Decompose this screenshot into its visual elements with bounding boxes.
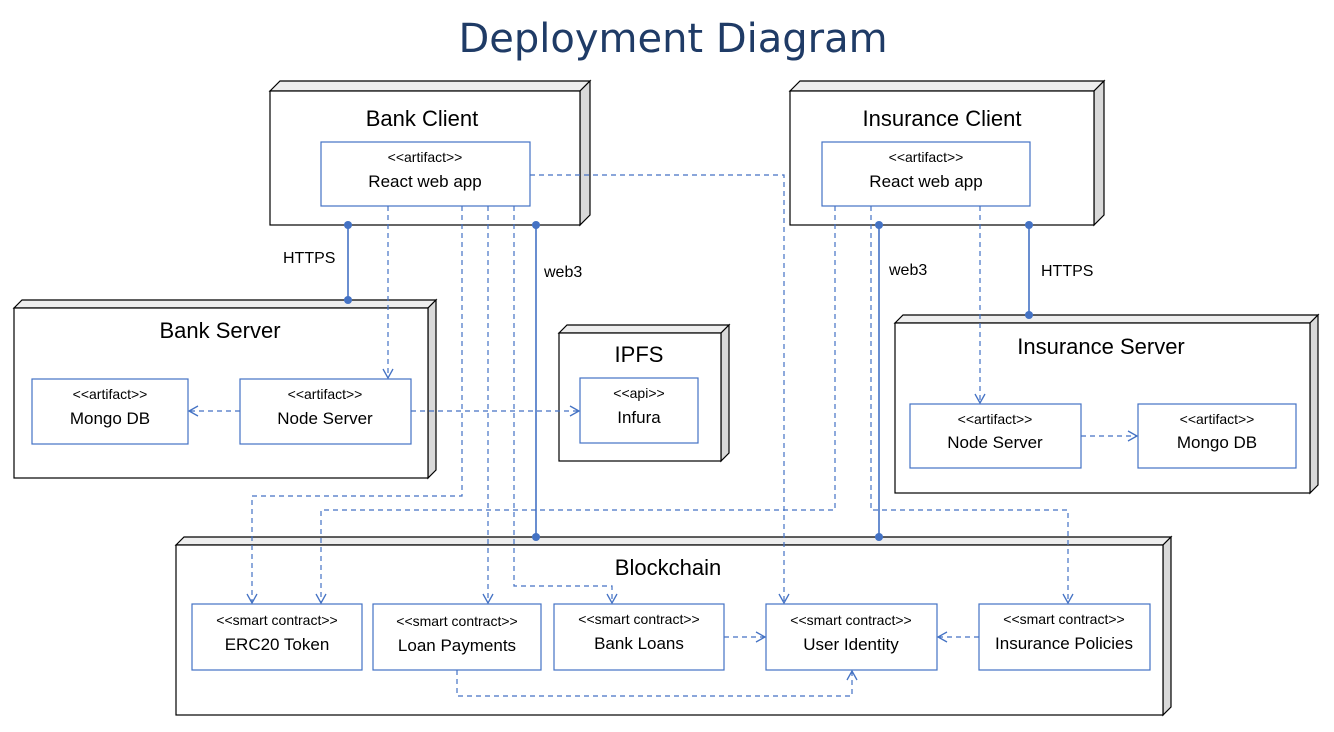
- artifact-bank-react-web-app: <<artifact>> React web app: [320, 141, 531, 207]
- artifact-name: React web app: [368, 172, 481, 191]
- artifact-name: Insurance Policies: [995, 634, 1133, 653]
- node-title: Insurance Server: [1017, 334, 1185, 359]
- connector-insurance-web3: [875, 221, 883, 541]
- dependency-arrow: [530, 174, 790, 605]
- artifact-name: ERC20 Token: [225, 635, 330, 654]
- node-title: Bank Server: [159, 318, 280, 343]
- artifact-name: User Identity: [803, 635, 899, 654]
- contract-insurance-policies: <<smart contract>> Insurance Policies: [978, 603, 1151, 671]
- dependency-arrow: [513, 206, 618, 605]
- dependency-arrow: [246, 206, 463, 605]
- stereotype-label: <<api>>: [613, 385, 664, 401]
- connector-label-https: HTTPS: [283, 250, 335, 267]
- contract-loan-payments: <<smart contract>> Loan Payments: [372, 603, 542, 671]
- stereotype-label: <<smart contract>>: [578, 611, 699, 627]
- connector-label-web3: web3: [888, 262, 927, 279]
- artifact-infura: <<api>> Infura: [579, 377, 699, 444]
- node-title: Insurance Client: [863, 106, 1022, 131]
- artifact-insurance-react-web-app: <<artifact>> React web app: [821, 141, 1031, 207]
- stereotype-label: <<smart contract>>: [396, 613, 517, 629]
- dependency-arrow: [315, 206, 836, 605]
- artifact-insurance-node-server: <<artifact>> Node Server: [909, 403, 1082, 469]
- diagram-title: Deployment Diagram: [458, 16, 887, 62]
- stereotype-label: <<artifact>>: [958, 411, 1033, 427]
- stereotype-label: <<artifact>>: [1180, 411, 1255, 427]
- artifact-name: Node Server: [277, 409, 373, 428]
- connector-bank-web3: [532, 221, 540, 541]
- dependency-arrow: [456, 669, 858, 697]
- artifact-name: Node Server: [947, 433, 1043, 452]
- connector-insurance-https: [1025, 221, 1033, 319]
- artifact-name: Loan Payments: [398, 636, 516, 655]
- artifact-bank-node-server: <<artifact>> Node Server: [239, 378, 412, 445]
- stereotype-label: <<smart contract>>: [216, 612, 337, 628]
- stereotype-label: <<artifact>>: [889, 149, 964, 165]
- artifact-bank-mongo-db: <<artifact>> Mongo DB: [31, 378, 189, 445]
- stereotype-label: <<smart contract>>: [790, 612, 911, 628]
- stereotype-label: <<artifact>>: [73, 386, 148, 402]
- contract-bank-loans: <<smart contract>> Bank Loans: [553, 603, 725, 671]
- contract-erc20-token: <<smart contract>> ERC20 Token: [191, 603, 363, 671]
- artifact-name: Bank Loans: [594, 634, 684, 653]
- connector-bank-https: [344, 221, 352, 304]
- artifact-insurance-mongo-db: <<artifact>> Mongo DB: [1137, 403, 1297, 469]
- artifact-name: React web app: [869, 172, 982, 191]
- contract-user-identity: <<smart contract>> User Identity: [765, 603, 938, 671]
- artifact-name: Infura: [617, 408, 661, 427]
- stereotype-label: <<smart contract>>: [1003, 611, 1124, 627]
- connector-label-web3: web3: [543, 264, 582, 281]
- node-title: Bank Client: [366, 106, 479, 131]
- stereotype-label: <<artifact>>: [288, 386, 363, 402]
- connector-label-https: HTTPS: [1041, 263, 1093, 280]
- node-title: IPFS: [615, 342, 664, 367]
- artifact-name: Mongo DB: [1177, 433, 1257, 452]
- stereotype-label: <<artifact>>: [388, 149, 463, 165]
- artifact-name: Mongo DB: [70, 409, 150, 428]
- node-title: Blockchain: [615, 555, 721, 580]
